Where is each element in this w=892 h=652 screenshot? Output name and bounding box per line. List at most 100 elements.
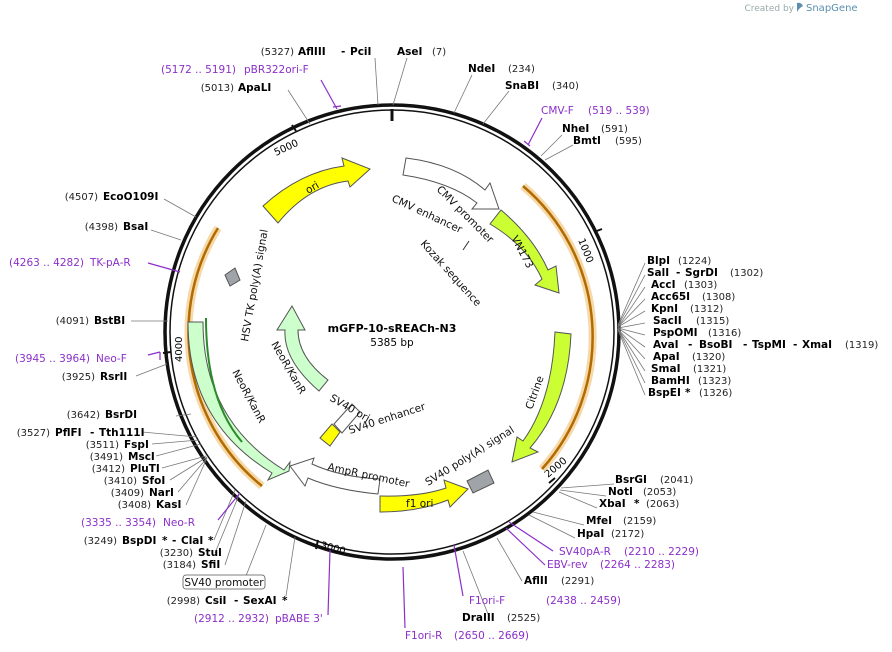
primer-neo-f[interactable]: Neo-F bbox=[96, 353, 127, 365]
enzyme-sali[interactable]: SalI bbox=[647, 267, 669, 279]
svg-text:-: - bbox=[341, 46, 345, 58]
enzyme-bspdi[interactable]: BspDI bbox=[122, 535, 156, 547]
feature-neor-kanr-inner[interactable] bbox=[276, 305, 329, 392]
enzyme-apai[interactable]: ApaI bbox=[653, 351, 680, 363]
svg-text:-: - bbox=[172, 535, 176, 547]
tick-3000: 3000 bbox=[319, 540, 346, 557]
feature-citrine[interactable] bbox=[511, 331, 572, 463]
svg-text:(340): (340) bbox=[552, 81, 579, 92]
enzyme-tth111i[interactable]: Tth111I bbox=[99, 427, 144, 439]
enzyme-apali[interactable]: ApaLI bbox=[238, 82, 271, 94]
enzyme-pflfi[interactable]: PflFI bbox=[55, 427, 82, 439]
enzyme-smai[interactable]: SmaI bbox=[651, 363, 681, 375]
feature-ampr-promoter[interactable] bbox=[289, 457, 381, 495]
enzyme-bsrgi[interactable]: BsrGI bbox=[615, 474, 647, 486]
enzyme-xbai[interactable]: XbaI bbox=[599, 498, 626, 510]
enzyme-stui[interactable]: StuI bbox=[198, 547, 222, 559]
enzyme-hpai[interactable]: HpaI bbox=[577, 528, 604, 540]
svg-text:(2172): (2172) bbox=[611, 529, 644, 540]
svg-text:(3511): (3511) bbox=[86, 440, 119, 451]
enzyme-snabi[interactable]: SnaBI bbox=[505, 80, 539, 92]
svg-text:(5013): (5013) bbox=[201, 83, 234, 94]
svg-text:*: * bbox=[162, 535, 168, 547]
label-hsv-tk-polya: HSV TK poly(A) signal bbox=[239, 228, 271, 342]
enzyme-msci[interactable]: MscI bbox=[128, 451, 155, 463]
enzyme-kasi[interactable]: KasI bbox=[156, 499, 181, 511]
sv40-promoter-box[interactable] bbox=[182, 574, 266, 590]
primer-neo-r[interactable]: Neo-R bbox=[163, 517, 195, 529]
enzyme-kpni[interactable]: KpnI bbox=[651, 303, 678, 315]
enzyme-tspmi[interactable]: TspMI bbox=[752, 339, 786, 351]
primer-pbabe-3[interactable]: pBABE 3' bbox=[275, 613, 323, 625]
enzyme-noti[interactable]: NotI bbox=[608, 486, 633, 498]
feature-f1-ori[interactable] bbox=[379, 479, 469, 513]
enzyme-afliii[interactable]: AflIII bbox=[298, 46, 326, 58]
feature-sv40-ori[interactable] bbox=[319, 423, 341, 447]
enzyme-nhei[interactable]: NheI bbox=[562, 123, 589, 135]
enzyme-pcii[interactable]: PciI bbox=[350, 46, 371, 58]
feature-ori[interactable] bbox=[262, 157, 371, 224]
svg-text:(2210 .. 2229): (2210 .. 2229) bbox=[624, 546, 699, 558]
label-f1-ori: f1 ori bbox=[406, 498, 433, 510]
svg-text:*: * bbox=[634, 498, 640, 510]
svg-text:(2053): (2053) bbox=[643, 487, 676, 498]
enzyme-ecoo109i[interactable]: EcoO109I bbox=[103, 191, 158, 203]
primer-cmv-f[interactable]: CMV-F bbox=[541, 105, 574, 117]
tick-4000: 4000 bbox=[174, 337, 185, 362]
enzyme-mfei[interactable]: MfeI bbox=[586, 515, 612, 527]
primer-ebv-rev[interactable]: EBV-rev bbox=[547, 559, 588, 571]
enzyme-bmti[interactable]: BmtI bbox=[573, 135, 601, 147]
enzyme-bsai[interactable]: BsaI bbox=[123, 221, 148, 233]
enzyme-labels-top: (5327) AflIII - PciI AseI (7) NdeI (234)… bbox=[201, 46, 642, 147]
enzyme-ndei[interactable]: NdeI bbox=[468, 63, 495, 75]
enzyme-sexai[interactable]: SexAI bbox=[243, 595, 277, 607]
enzyme-sacii[interactable]: SacII bbox=[653, 315, 682, 327]
enzyme-pluti[interactable]: PluTI bbox=[130, 463, 160, 475]
enzyme-aflii[interactable]: AflII bbox=[524, 575, 548, 587]
enzyme-xmai[interactable]: XmaI bbox=[802, 339, 832, 351]
enzyme-sfoi[interactable]: SfoI bbox=[142, 475, 165, 487]
enzyme-bamhi[interactable]: BamHI bbox=[651, 375, 690, 387]
feature-cmv-enhancer[interactable] bbox=[402, 157, 500, 210]
svg-text:(4398): (4398) bbox=[85, 222, 118, 233]
enzyme-rsrii[interactable]: RsrII bbox=[100, 371, 127, 383]
svg-text:(1321): (1321) bbox=[693, 364, 726, 375]
enzyme-sfii[interactable]: SfiI bbox=[201, 559, 220, 571]
svg-text:(2264 .. 2283): (2264 .. 2283) bbox=[600, 559, 675, 571]
enzyme-clai[interactable]: ClaI bbox=[181, 535, 203, 547]
primer-f1ori-r[interactable]: F1ori-R bbox=[405, 630, 442, 642]
svg-text:-: - bbox=[90, 427, 94, 439]
enzyme-bstbi[interactable]: BstBI bbox=[94, 315, 125, 327]
svg-text:-: - bbox=[676, 267, 680, 279]
enzyme-fspi[interactable]: FspI bbox=[124, 439, 149, 451]
enzyme-acci[interactable]: AccI bbox=[651, 279, 675, 291]
primer-leaders bbox=[147, 79, 554, 629]
map-title: mGFP-10-sREACh-N3 bbox=[328, 322, 457, 335]
feature-hsv-tk-polya[interactable] bbox=[224, 267, 241, 287]
enzyme-psp0mi[interactable]: PspOMI bbox=[653, 327, 698, 339]
enzyme-avai[interactable]: AvaI bbox=[653, 339, 679, 351]
enzyme-blpi[interactable]: BlpI bbox=[647, 255, 670, 267]
enzyme-bspei[interactable]: BspEI bbox=[648, 387, 681, 399]
enzyme-acc65i[interactable]: Acc65I bbox=[651, 291, 690, 303]
primer-f1ori-f[interactable]: F1ori-F bbox=[469, 595, 505, 607]
enzyme-bsrdi[interactable]: BsrDI bbox=[105, 409, 137, 421]
enzyme-sgrdi[interactable]: SgrDI bbox=[685, 267, 718, 279]
enzyme-nari[interactable]: NarI bbox=[149, 487, 174, 499]
enzyme-asei[interactable]: AseI bbox=[397, 46, 422, 58]
primer-sv40pa-r[interactable]: SV40pA-R bbox=[559, 546, 611, 558]
enzyme-bsobi[interactable]: BsoBI bbox=[699, 339, 732, 351]
feature-sv40-polya[interactable] bbox=[466, 469, 495, 494]
feature-sv40-enhancer[interactable] bbox=[333, 403, 361, 434]
primer-pbr322ori-f[interactable]: pBR322ori-F bbox=[244, 64, 309, 76]
feature-vn173[interactable] bbox=[489, 209, 560, 294]
enzyme-leaders bbox=[131, 57, 646, 615]
label-neor-kanr-outer: NeoR/KanR bbox=[229, 368, 267, 425]
primer-tk-pa-r[interactable]: TK-pA-R bbox=[89, 257, 131, 269]
svg-text:(5172 .. 5191): (5172 .. 5191) bbox=[161, 64, 236, 76]
enzyme-csii[interactable]: CsiI bbox=[205, 595, 226, 607]
enzyme-draiii[interactable]: DraIII bbox=[462, 612, 495, 624]
svg-text:(3410): (3410) bbox=[104, 476, 137, 487]
